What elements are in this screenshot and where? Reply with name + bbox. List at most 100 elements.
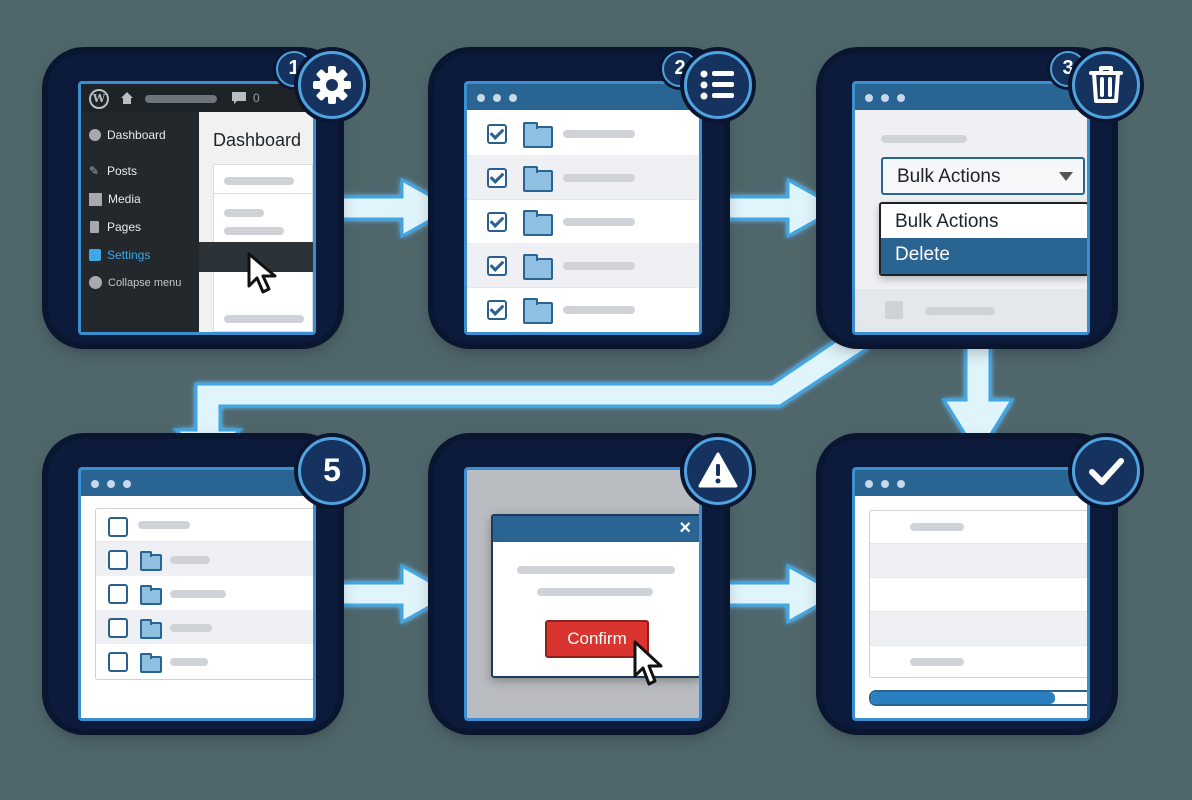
confirm-button-label: Confirm xyxy=(567,629,627,648)
bulk-actions-select[interactable]: Bulk Actions xyxy=(881,157,1085,195)
step-5-panel: 5 xyxy=(48,437,366,729)
file-table xyxy=(95,508,313,680)
select-value: Bulk Actions xyxy=(897,166,1001,187)
sidebar-item-label: Media xyxy=(108,192,141,206)
sidebar-item-label: Dashboard xyxy=(107,128,166,142)
checkbox[interactable] xyxy=(108,584,128,604)
sidebar-item-dashboard[interactable]: Dashboard xyxy=(89,128,166,142)
folder-icon xyxy=(523,298,553,324)
confirm-screen: × Confirm xyxy=(464,467,702,721)
select-all-checkbox[interactable] xyxy=(108,517,128,537)
sidebar-item-collapse[interactable]: Collapse menu xyxy=(89,276,181,289)
window-titlebar xyxy=(467,84,699,110)
item-name-placeholder xyxy=(170,658,208,666)
window-titlebar xyxy=(81,470,313,496)
option-label: Bulk Actions xyxy=(895,211,999,232)
heading-placeholder xyxy=(881,135,967,143)
step-4-panel: × Confirm xyxy=(434,437,752,729)
table-row[interactable] xyxy=(96,576,313,610)
dropdown-menu: Bulk Actions Delete xyxy=(879,202,1087,276)
checkbox[interactable] xyxy=(108,652,128,672)
list-item[interactable] xyxy=(467,243,699,288)
item-name-placeholder xyxy=(925,307,995,315)
folder-icon xyxy=(140,585,162,605)
content-line xyxy=(224,209,264,217)
checkbox-checked[interactable] xyxy=(487,256,507,276)
checkbox-checked[interactable] xyxy=(487,168,507,188)
sidebar-item-pages[interactable]: Pages xyxy=(89,220,141,234)
item-name-placeholder xyxy=(170,556,210,564)
content-line xyxy=(910,523,964,531)
pages-icon xyxy=(90,221,99,233)
checkbox[interactable] xyxy=(108,618,128,638)
window-titlebar xyxy=(855,84,1087,110)
step-icon-badge xyxy=(1072,51,1140,119)
close-icon[interactable]: × xyxy=(679,517,691,539)
folder-icon xyxy=(140,619,162,639)
settings-icon xyxy=(89,249,101,261)
content-line xyxy=(224,177,294,185)
sidebar-item-label: Settings xyxy=(107,248,151,262)
dropdown-option-delete[interactable]: Delete xyxy=(881,238,1087,274)
list-item[interactable] xyxy=(855,289,1087,332)
folder-icon xyxy=(523,254,553,280)
checkbox[interactable] xyxy=(108,550,128,570)
content-line xyxy=(224,315,304,323)
sidebar-item-settings[interactable]: Settings xyxy=(89,248,150,262)
arrow-4-to-6 xyxy=(722,563,842,625)
mouse-pointer-icon xyxy=(247,252,277,294)
trash-icon xyxy=(1089,66,1123,103)
list-item[interactable] xyxy=(467,199,699,244)
list-item[interactable] xyxy=(467,111,699,156)
chevron-down-icon xyxy=(1059,172,1073,181)
list-item[interactable] xyxy=(467,155,699,200)
folder-icon xyxy=(140,653,162,673)
site-name-placeholder xyxy=(145,95,217,103)
sidebar-item-media[interactable]: Media xyxy=(89,192,141,206)
step-3-panel: Bulk Actions Bulk Actions Delete 3 xyxy=(822,51,1140,343)
arrow-1-to-2 xyxy=(336,177,456,239)
result-table xyxy=(869,510,1087,678)
arrow-5-to-4 xyxy=(336,563,456,625)
checkbox-checked[interactable] xyxy=(487,300,507,320)
item-name-placeholder xyxy=(170,624,212,632)
table-row[interactable] xyxy=(96,610,313,644)
column-header-placeholder xyxy=(138,521,190,529)
item-name-placeholder xyxy=(563,130,635,138)
table-row[interactable] xyxy=(96,542,313,576)
checkbox-checked[interactable] xyxy=(487,124,507,144)
checkbox[interactable] xyxy=(885,301,903,319)
step-1-panel: W 0 Dashboard ✎ Posts Media xyxy=(48,51,366,343)
result-screen xyxy=(852,467,1090,721)
confirm-button[interactable]: Confirm xyxy=(545,620,649,658)
arrow-2-to-3 xyxy=(722,177,842,239)
mouse-pointer-icon xyxy=(633,640,663,686)
window-titlebar xyxy=(855,470,1087,496)
admin-sidebar: Dashboard ✎ Posts Media Pages Settings xyxy=(81,112,199,332)
page-title: Dashboard xyxy=(213,130,302,150)
home-icon[interactable] xyxy=(119,90,135,106)
dialog-text-placeholder xyxy=(517,566,675,574)
file-list-screen xyxy=(464,81,702,335)
admin-content: Dashboard xyxy=(199,112,313,332)
folder-icon xyxy=(523,122,553,148)
checkbox-checked[interactable] xyxy=(487,212,507,232)
bulk-actions-screen: Bulk Actions Bulk Actions Delete xyxy=(852,81,1090,335)
arrow-3-to-6 xyxy=(941,338,1015,458)
step-2-panel: 2 xyxy=(434,51,752,343)
item-name-placeholder xyxy=(563,174,635,182)
list-item[interactable] xyxy=(467,287,699,331)
dialog-text-placeholder xyxy=(537,588,653,596)
sidebar-item-label: Posts xyxy=(107,164,138,178)
table-row[interactable] xyxy=(96,644,313,678)
comment-icon[interactable] xyxy=(231,91,247,105)
item-name-placeholder xyxy=(563,262,635,270)
sidebar-item-posts[interactable]: ✎ Posts xyxy=(89,164,137,178)
dialog-titlebar: × xyxy=(493,516,699,542)
sidebar-item-label: Pages xyxy=(107,220,142,234)
dropdown-option-bulk-actions[interactable]: Bulk Actions xyxy=(881,204,1087,238)
admin-topbar: W 0 xyxy=(81,84,313,112)
collapse-icon xyxy=(89,276,102,289)
